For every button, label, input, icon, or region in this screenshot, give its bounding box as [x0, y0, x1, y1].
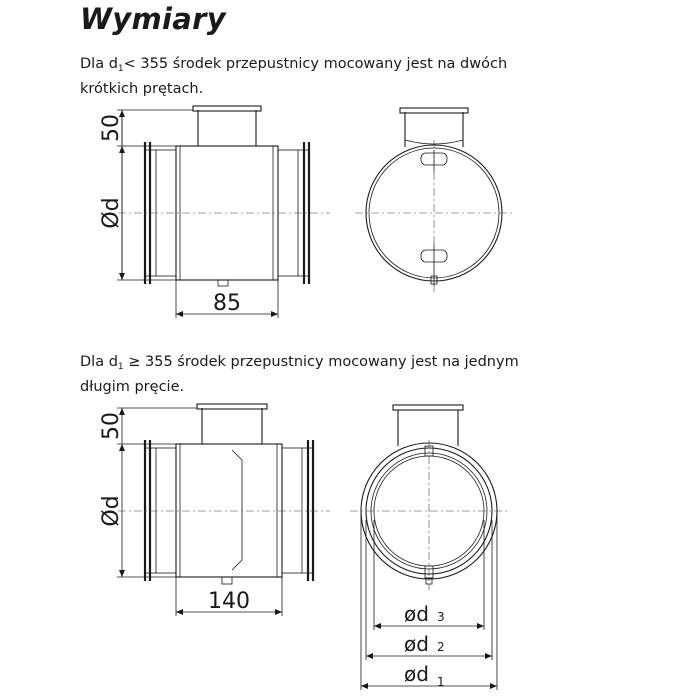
- caption-small-diameter: Dla d1< 355 środek przepustnicy mocowany…: [80, 54, 507, 99]
- d3-subscript: 3: [437, 610, 445, 624]
- caption-small-sub: 1: [117, 64, 124, 74]
- bottom-height-label: 50: [99, 412, 124, 440]
- bottom-side-view: 140 50 Ød: [99, 403, 330, 616]
- top-side-view: 85 50 Ød: [99, 105, 330, 318]
- d1-subscript: 1: [437, 675, 445, 689]
- caption-large-post: ≥ 355 środek przepustnicy mocowany jest …: [123, 354, 519, 370]
- caption-small-line2: krótkich prętach.: [80, 81, 204, 97]
- bottom-body: [175, 443, 283, 578]
- d2-subscript: 2: [437, 640, 445, 654]
- bottom-end-view: ød 3 ød 2 ød 1: [350, 404, 508, 690]
- d2-label: ød: [404, 632, 429, 656]
- caption-large-pre: Dla d: [80, 354, 118, 370]
- caption-small-post: < 355 środek przepustnicy mocowany jest …: [123, 56, 508, 72]
- caption-large-line2: długim pręcie.: [80, 379, 185, 395]
- caption-large-diameter: Dla d1 ≥ 355 środek przepustnicy mocowan…: [80, 352, 519, 397]
- top-diameter-label: Ød: [99, 197, 124, 228]
- bottom-length-label: 140: [208, 589, 250, 614]
- top-length-label: 85: [213, 291, 241, 316]
- page-title: Wymiary: [80, 2, 226, 36]
- d3-label: ød: [404, 602, 429, 626]
- caption-large-sub: 1: [117, 362, 124, 372]
- top-end-view: [355, 107, 513, 295]
- top-height-label: 50: [99, 114, 124, 142]
- caption-small-pre: Dla d: [80, 56, 118, 72]
- d1-label: ød: [404, 662, 429, 686]
- bottom-diameter-label: Ød: [99, 495, 124, 526]
